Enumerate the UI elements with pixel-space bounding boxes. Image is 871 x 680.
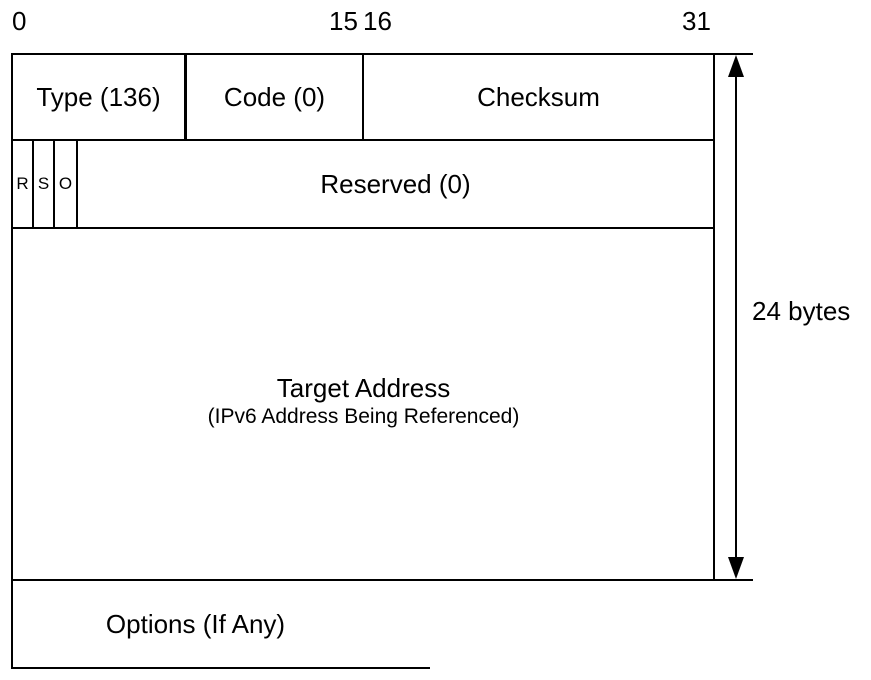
- checksum-field-label: Checksum: [477, 82, 600, 112]
- target-address-subtitle: (IPv6 Address Being Referenced): [207, 405, 520, 428]
- o-reserved-divider: [76, 139, 78, 229]
- size-dimension-arrow: [715, 53, 753, 581]
- solicited-flag: S: [34, 141, 53, 227]
- options-bottom-border: [11, 667, 430, 669]
- override-flag: O: [55, 141, 76, 227]
- target-bottom-border: [11, 579, 715, 581]
- type-field: Type (136): [13, 55, 184, 139]
- bit-label-15: 15: [329, 6, 358, 36]
- size-label: 24 bytes: [752, 296, 851, 326]
- target-address-title: Target Address: [276, 373, 451, 403]
- bit-label-31: 31: [682, 6, 711, 36]
- router-flag: R: [13, 141, 32, 227]
- r-s-divider: [32, 139, 34, 229]
- bit-label-0: 0: [12, 6, 27, 36]
- checksum-field: Checksum: [364, 55, 713, 139]
- frame-left-border: [11, 53, 13, 669]
- arrowhead-down-icon: [728, 557, 744, 579]
- bit-label-16: 16: [363, 6, 392, 36]
- code-field: Code (0): [187, 55, 362, 139]
- target-address-field: Target Address (IPv6 Address Being Refer…: [12, 372, 715, 430]
- type-field-label: Type (136): [36, 82, 161, 112]
- code-field-label: Code (0): [223, 82, 326, 112]
- reserved-field-label: Reserved (0): [320, 169, 471, 199]
- s-o-divider: [53, 139, 55, 229]
- options-field-label: Options (If Any): [105, 609, 286, 639]
- override-flag-label: O: [58, 174, 73, 193]
- code-checksum-divider: [362, 53, 364, 141]
- router-flag-label: R: [16, 174, 29, 193]
- frame-right-border: [713, 53, 715, 581]
- type-code-divider: [184, 53, 187, 141]
- reserved-field: Reserved (0): [78, 141, 713, 227]
- solicited-flag-label: S: [37, 174, 50, 193]
- row2-bottom-border: [11, 227, 715, 229]
- options-field: Options (If Any): [13, 581, 378, 667]
- arrowhead-up-icon: [728, 55, 744, 77]
